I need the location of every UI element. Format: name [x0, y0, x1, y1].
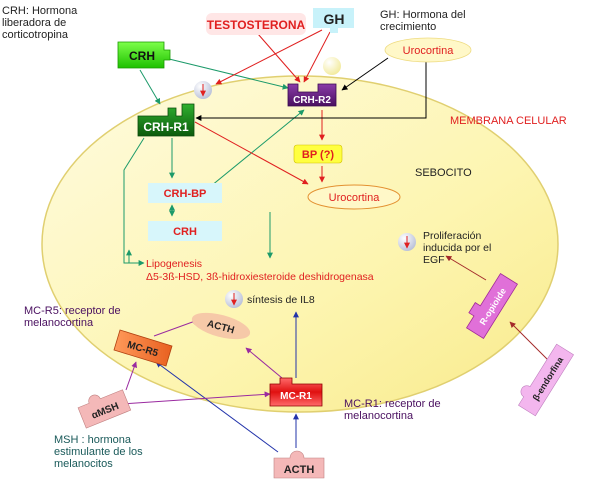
blue-arrows: [155, 311, 299, 453]
enzymes-label: Δ5-3ß-HSD, 3ß-hidroxiesteroide deshidrog…: [146, 271, 374, 283]
arrow-crh-to-crh-r2: [164, 57, 289, 90]
arrow-r-opioide-to-proliferacion: [445, 255, 487, 281]
arrow-urocortina-to-crh-r1: [195, 62, 427, 121]
arrow-crh-bp-to-crh-r2: [199, 109, 305, 196]
urocortina-top-node: Urocortina: [384, 37, 472, 63]
arrow-msh-to-mc-r5: [125, 361, 138, 391]
lipogenesis-label: Lipogenesis: [146, 258, 202, 270]
darkred-arrows: [445, 255, 549, 361]
arrow-crh-r1-to-urocortina: [194, 121, 309, 185]
gh-definition: GH: Hormona del crecimiento: [380, 9, 466, 33]
acth-inner-node: ACTH: [191, 312, 251, 340]
gh-node: GH: [313, 8, 354, 33]
crh-bp-label: CRH-BP: [164, 188, 207, 200]
crh-definition: CRH: Hormona liberadora de corticotropin…: [2, 5, 78, 41]
membrana-label: MEMBRANA CELULAR: [450, 115, 567, 127]
arrow-endorfina-to-r-opioide: [509, 321, 549, 361]
msh-definition: MSH : hormona estimulante de los melanoc…: [54, 434, 143, 470]
bp-label: BP (?): [302, 149, 335, 161]
acth-bottom-node: ACTH: [273, 450, 325, 479]
urocortina-inner-label: Urocortina: [329, 192, 381, 204]
down-indicator-crh-r1: [194, 81, 212, 99]
down-indicator-proliferacion: [398, 233, 416, 251]
acth-bottom-label: ACTH: [284, 464, 315, 476]
arrow-urocortina-to-crh-r2: [341, 57, 389, 91]
urocortina-top-label: Urocortina: [403, 45, 455, 57]
mc-r5-receptor: MC-R5: [113, 329, 173, 367]
black-arrows: [195, 57, 427, 121]
crh-r1-label: CRH-R1: [143, 120, 189, 134]
up-indicator-crh-r2: [323, 57, 341, 75]
testosterona-label: TESTOSTERONA: [207, 18, 306, 32]
mc-r1-definition: MC-R1: receptor de melanocortina: [344, 398, 441, 422]
crh-r2-label: CRH-R2: [293, 95, 331, 106]
arrow-mc-r5-to-acth: [153, 319, 199, 337]
arrow-gh-to-crh-r1: [215, 29, 323, 85]
bp-node: BP (?): [293, 144, 343, 164]
crh-r1-receptor: CRH-R1: [137, 103, 195, 137]
crh-label: CRH: [129, 49, 155, 63]
mc-r1-receptor: MC-R1: [269, 377, 323, 407]
urocortina-inner-node: Urocortina: [307, 184, 401, 210]
down-indicator-il8: [225, 290, 243, 308]
crh-r2-receptor: CRH-R2: [287, 83, 337, 107]
crh-inner-node: CRH: [148, 221, 222, 241]
arrow-msh-to-mc-r1: [121, 391, 271, 405]
arrow-crh-to-crh-r1: [139, 69, 161, 105]
alpha-msh-node: αMSH: [77, 389, 132, 429]
red-arrows: [194, 29, 331, 185]
arrow-acth-to-mc-r5: [155, 361, 279, 453]
arrow-mc-r1-to-acth: [245, 347, 283, 379]
sebocito-label: SEBOCITO: [415, 167, 472, 179]
gh-label: GH: [324, 11, 345, 27]
testosterona-node: TESTOSTERONA: [206, 13, 306, 35]
il8-label: síntesis de IL8: [247, 294, 315, 306]
proliferacion-label: Proliferación inducida por el EGF: [423, 230, 492, 266]
arrow-gh-to-crh-r2: [303, 31, 331, 83]
mc-r5-definition: MC-R5: receptor de melanocortina: [24, 305, 121, 329]
crh-inner-label: CRH: [173, 226, 197, 238]
b-endorfina-node: β-endorfina: [518, 343, 574, 417]
crh-bp-node: CRH-BP: [148, 183, 222, 203]
crh-node: CRH: [117, 41, 171, 69]
purple-arrows: [121, 319, 283, 405]
arrow-crh-r1-to-lipogenesis: [123, 137, 145, 266]
mc-r1-label: MC-R1: [280, 391, 312, 402]
arrow-testosterona-to-crh-r2: [257, 33, 301, 83]
